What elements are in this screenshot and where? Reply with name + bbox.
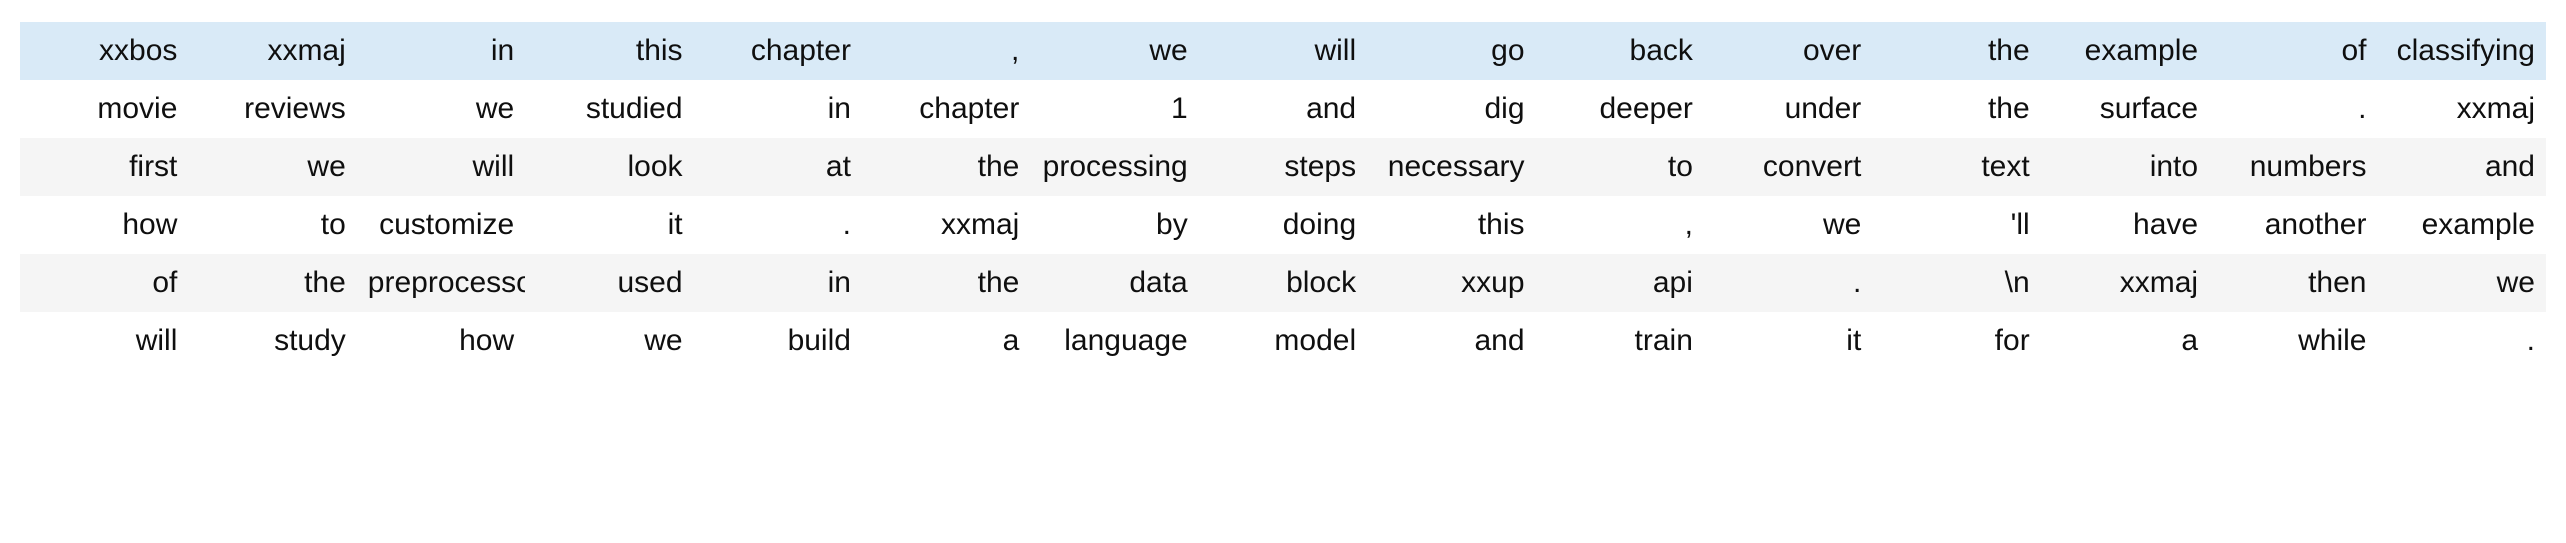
token-cell: into: [2040, 138, 2210, 196]
token-cell: we: [1030, 22, 1199, 80]
token-cell: chapter: [861, 80, 1031, 138]
token-cell: look: [525, 138, 694, 196]
token-cell: text: [1872, 138, 2041, 196]
token-cell: a: [2040, 312, 2210, 370]
token-cell: numbers: [2209, 138, 2378, 196]
token-cell: convert: [1703, 138, 1873, 196]
token-cell: while: [2209, 312, 2378, 370]
token-cell: model: [1198, 312, 1368, 370]
token-cell: language: [1030, 312, 1199, 370]
token-cell: study: [188, 312, 357, 370]
token-cell: at: [693, 138, 862, 196]
token-cell: how: [20, 196, 189, 254]
token-cell: the: [188, 254, 357, 312]
token-cell: and: [1198, 80, 1368, 138]
token-cell: we: [2377, 254, 2546, 312]
token-cell: xxbos: [20, 22, 189, 80]
token-cell: dig: [1367, 80, 1536, 138]
token-cell: in: [356, 22, 526, 80]
token-cell: by: [1030, 196, 1199, 254]
token-cell: xxmaj: [2377, 80, 2546, 138]
token-cell: example: [2040, 22, 2210, 80]
token-cell: to: [188, 196, 357, 254]
token-cell: doing: [1198, 196, 1368, 254]
token-cell: steps: [1198, 138, 1368, 196]
token-cell: the: [1872, 80, 2041, 138]
token-cell: go: [1367, 22, 1536, 80]
token-cell: build: [693, 312, 862, 370]
token-cell: another: [2209, 196, 2378, 254]
token-cell: 'll: [1872, 196, 2041, 254]
token-cell: data: [1030, 254, 1199, 312]
token-cell: have: [2040, 196, 2210, 254]
token-cell: of: [20, 254, 189, 312]
table-row[interactable]: ofthepreprocessorusedinthedatablockxxupa…: [20, 254, 2546, 312]
token-cell: how: [356, 312, 526, 370]
token-cell: xxmaj: [2040, 254, 2210, 312]
token-cell: and: [1367, 312, 1536, 370]
token-cell: in: [693, 80, 862, 138]
token-cell: we: [188, 138, 357, 196]
token-cell: reviews: [188, 80, 357, 138]
token-cell: the: [861, 138, 1031, 196]
token-cell: xxup: [1367, 254, 1536, 312]
token-cell: train: [1535, 312, 1704, 370]
token-cell: .: [1703, 254, 1873, 312]
token-cell: block: [1198, 254, 1368, 312]
token-cell: back: [1535, 22, 1704, 80]
token-cell: studied: [525, 80, 694, 138]
token-cell: over: [1703, 22, 1873, 80]
token-cell: .: [693, 196, 862, 254]
token-cell: we: [525, 312, 694, 370]
token-cell: to: [1535, 138, 1704, 196]
token-cell: this: [525, 22, 694, 80]
token-cell: a: [861, 312, 1031, 370]
token-cell: ,: [1535, 196, 1704, 254]
token-cell: we: [1703, 196, 1873, 254]
token-cell: api: [1535, 254, 1704, 312]
token-cell: it: [525, 196, 694, 254]
token-cell: 1: [1030, 80, 1199, 138]
token-cell: will: [20, 312, 189, 370]
token-cell: then: [2209, 254, 2378, 312]
token-cell: example: [2377, 196, 2546, 254]
token-cell: it: [1703, 312, 1873, 370]
token-cell: under: [1703, 80, 1873, 138]
token-cell: ,: [861, 22, 1031, 80]
token-cell: we: [356, 80, 526, 138]
token-cell: \n: [1872, 254, 2041, 312]
token-cell: the: [861, 254, 1031, 312]
token-cell: classifying: [2377, 22, 2546, 80]
token-cell: preprocessor: [356, 254, 526, 312]
token-cell: and: [2377, 138, 2546, 196]
token-cell: this: [1367, 196, 1536, 254]
token-cell: will: [1198, 22, 1368, 80]
token-cell: the: [1872, 22, 2041, 80]
token-cell: customize: [356, 196, 526, 254]
token-cell: xxmaj: [861, 196, 1031, 254]
token-cell: in: [693, 254, 862, 312]
token-cell: first: [20, 138, 189, 196]
token-cell: for: [1872, 312, 2041, 370]
token-cell: necessary: [1367, 138, 1536, 196]
token-cell: used: [525, 254, 694, 312]
token-cell: surface: [2040, 80, 2210, 138]
token-cell: xxmaj: [188, 22, 357, 80]
token-cell: will: [356, 138, 526, 196]
token-cell: of: [2209, 22, 2378, 80]
token-cell: .: [2377, 312, 2546, 370]
token-cell: deeper: [1535, 80, 1704, 138]
token-cell: movie: [20, 80, 189, 138]
token-cell: .: [2209, 80, 2378, 138]
token-cell: chapter: [693, 22, 862, 80]
token-cell: processing: [1030, 138, 1199, 196]
